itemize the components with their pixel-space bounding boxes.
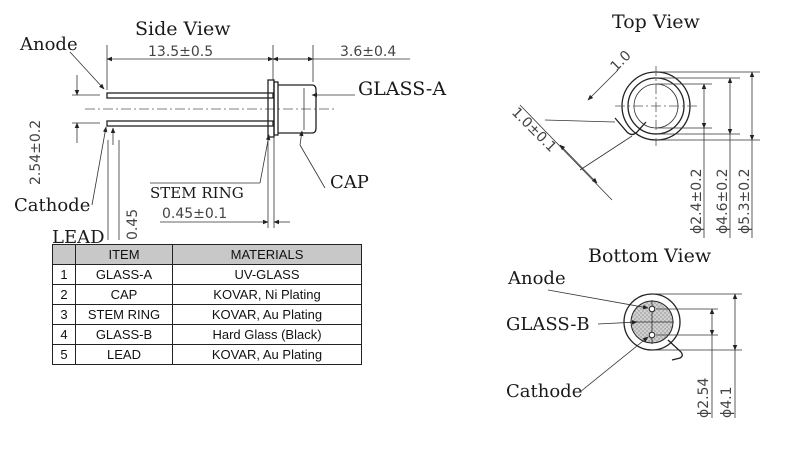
bottom-pitch-dimension: ϕ2.54 xyxy=(696,378,712,419)
row-material: KOVAR, Au Plating xyxy=(172,304,362,325)
orientation-tab xyxy=(667,339,683,361)
stem-ring-label: STEM RING xyxy=(150,184,244,202)
tab-dimension-line xyxy=(587,69,619,101)
row-item: CAP xyxy=(75,284,173,305)
anode-leader xyxy=(69,51,105,90)
cap-dimension: 3.6±0.4 xyxy=(340,44,396,60)
row-material: KOVAR, Ni Plating xyxy=(172,284,362,305)
orientation-tab xyxy=(614,117,647,136)
d3-dimension: ϕ5.3±0.2 xyxy=(737,169,753,235)
row-number: 5 xyxy=(52,344,76,365)
bottom-anode-leader xyxy=(547,289,649,310)
glass-a-label: GLASS-A xyxy=(358,78,446,100)
bottom-cathode-label: Cathode xyxy=(506,381,582,402)
top-view-title: Top View xyxy=(612,11,701,33)
tab-width-extension xyxy=(544,119,616,123)
cathode-leader xyxy=(91,126,108,206)
cap-body xyxy=(278,84,317,134)
top-view: Top View ϕ2.4±0.2 ϕ4.6±0.2 ϕ5.3±0.2 1.0 … xyxy=(508,11,760,238)
row-material: KOVAR, Au Plating xyxy=(172,344,362,365)
row-number: 4 xyxy=(52,324,76,345)
row-item: STEM RING xyxy=(75,304,173,325)
bottom-view: Bottom View Anode GLASS-B Cathode ϕ2.54 … xyxy=(506,245,742,418)
table-header-row: ITEM MATERIALS xyxy=(52,244,362,265)
cap-label: CAP xyxy=(330,172,369,193)
length-dimension: 13.5±0.5 xyxy=(148,44,213,60)
row-material: Hard Glass (Black) xyxy=(172,324,362,345)
anode-lead xyxy=(106,92,274,99)
tab-width-dimension: 1.0±0.1 xyxy=(508,105,559,156)
cap-leader xyxy=(299,144,326,189)
row-number: 1 xyxy=(52,264,76,285)
row-number: 3 xyxy=(52,304,76,325)
materials-table: ITEM MATERIALS 1 GLASS-A UV-GLASS 2 CAP … xyxy=(52,244,362,365)
table-row: 4 GLASS-B Hard Glass (Black) xyxy=(52,324,362,345)
lead-dimension: 0.45 xyxy=(125,209,141,240)
table-row: 1 GLASS-A UV-GLASS xyxy=(52,264,362,285)
table-header-no xyxy=(52,244,76,265)
cathode-pin xyxy=(648,331,656,339)
table-header-item: ITEM xyxy=(75,244,173,265)
row-item: GLASS-A xyxy=(75,264,173,285)
pitch-dimension: 2.54±0.2 xyxy=(28,120,44,185)
side-view: Side View 13.5±0.5 3.6±0.4 GLASS-A Anode xyxy=(14,18,446,248)
glass-b-leader xyxy=(597,320,638,325)
bottom-cathode-leader xyxy=(579,336,649,393)
tab-width-arrows xyxy=(559,144,598,184)
cathode-lead xyxy=(106,120,274,127)
stem-ring xyxy=(267,79,275,138)
stem-dimension: 0.45±0.1 xyxy=(162,206,227,222)
stem-flange xyxy=(273,81,279,136)
table-header-materials: MATERIALS xyxy=(172,244,362,265)
cap-leader-arrow xyxy=(299,130,304,146)
glass-b-label: GLASS-B xyxy=(506,314,590,335)
cathode-label: Cathode xyxy=(14,195,90,216)
bottom-anode-label: Anode xyxy=(507,268,566,289)
table-row: 3 STEM RING KOVAR, Au Plating xyxy=(52,304,362,325)
stem-ring-leader-arrow xyxy=(259,134,271,184)
tab-dimension: 1.0 xyxy=(608,48,635,75)
row-material: UV-GLASS xyxy=(172,264,362,285)
bottom-diameter-dimension: ϕ4.1 xyxy=(719,387,735,419)
tab-width-extension xyxy=(579,135,633,171)
lead-label: LEAD xyxy=(52,227,105,248)
bottom-view-title: Bottom View xyxy=(588,245,712,267)
side-view-title: Side View xyxy=(135,18,231,40)
table-row: 5 LEAD KOVAR, Au Plating xyxy=(52,344,362,365)
row-item: GLASS-B xyxy=(75,324,173,345)
d1-dimension: ϕ2.4±0.2 xyxy=(689,169,705,235)
anode-label: Anode xyxy=(19,34,78,55)
row-number: 2 xyxy=(52,284,76,305)
anode-pin xyxy=(648,305,656,313)
row-item: LEAD xyxy=(75,344,173,365)
table-row: 2 CAP KOVAR, Ni Plating xyxy=(52,284,362,305)
d2-dimension: ϕ4.6±0.2 xyxy=(715,169,731,235)
